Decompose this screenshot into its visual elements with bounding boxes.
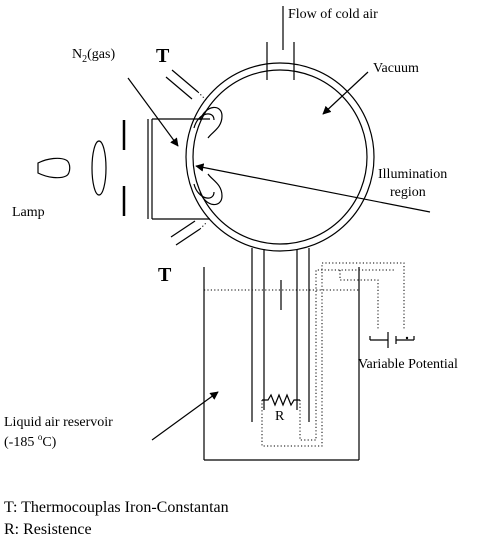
- cold-air-inlet-tube: [266, 6, 295, 80]
- n2-gas-window: [147, 118, 210, 220]
- thermocouple-loops: [193, 106, 223, 206]
- cold-finger-tube: [251, 248, 310, 422]
- label-illumination: Illumination: [378, 167, 447, 182]
- label-region: region: [390, 185, 426, 200]
- label-variable-potential: Variable Potential: [358, 357, 458, 372]
- label-resistor: R: [275, 409, 285, 424]
- resistor: [262, 393, 300, 407]
- label-reservoir-temp: (-185 oC): [4, 432, 57, 450]
- leader-arrows: [127, 71, 431, 441]
- thermocouple-leads: [165, 69, 207, 246]
- label-thermocouple-bottom: T: [158, 264, 172, 286]
- label-reservoir: Liquid air reservoir: [4, 415, 113, 430]
- label-lamp: Lamp: [12, 205, 45, 220]
- label-n2-gas: N2(gas): [72, 47, 115, 65]
- lens: [91, 140, 107, 196]
- label-cold-air: Flow of cold air: [288, 7, 378, 22]
- potential-wiring: [261, 262, 405, 447]
- label-thermocouple-top: T: [156, 45, 170, 67]
- legend-resistor: R: Resistence: [4, 521, 92, 538]
- liquid-air-reservoir: [203, 267, 360, 461]
- lamp-bulb: [37, 157, 71, 179]
- vacuum-chamber: [185, 62, 375, 252]
- label-vacuum: Vacuum: [373, 61, 419, 76]
- battery-symbol: [369, 332, 415, 348]
- legend-thermocouple: T: Thermocouplas Iron-Constantan: [4, 499, 229, 516]
